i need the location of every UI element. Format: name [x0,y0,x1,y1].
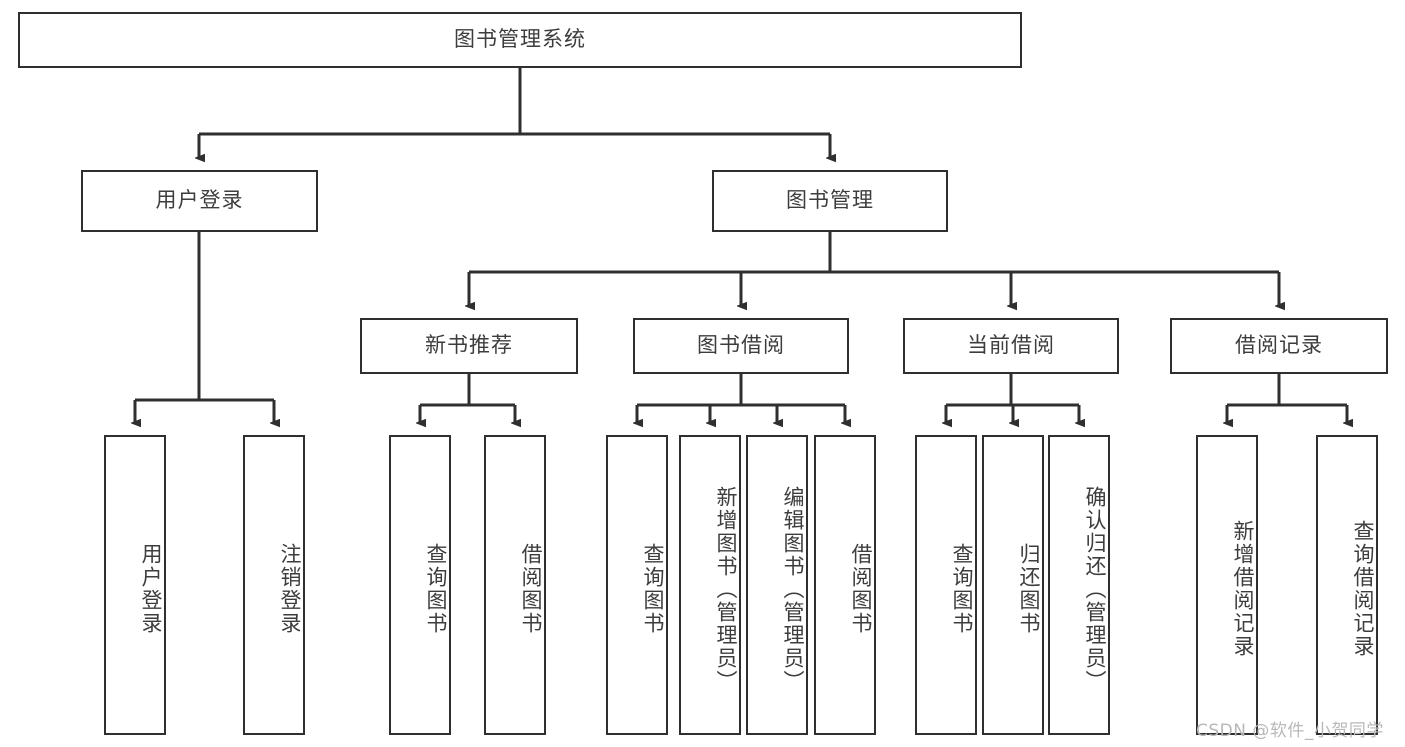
node-leaf-add-book-label: 新增图书（管理员） [714,485,738,693]
node-borrow-record[interactable]: 借阅记录 [1170,318,1388,374]
node-leaf-query-record[interactable]: 查询借阅记录 [1316,435,1378,735]
node-book-borrow[interactable]: 图书借阅 [633,318,849,374]
node-user-login-label: 用户登录 [155,188,244,213]
node-current-borrow-label: 当前借阅 [967,333,1055,358]
node-current-borrow[interactable]: 当前借阅 [903,318,1119,374]
node-book-borrow-label: 图书借阅 [697,333,785,358]
node-leaf-query-book-2[interactable]: 查询图书 [606,435,668,735]
node-book-manage-label: 图书管理 [786,188,874,213]
node-leaf-query-book-1-label: 查询图书 [424,543,448,635]
node-leaf-query-book-3[interactable]: 查询图书 [915,435,977,735]
node-new-book-rec[interactable]: 新书推荐 [360,318,578,374]
node-leaf-logout-label: 注销登录 [278,543,302,635]
node-user-login[interactable]: 用户登录 [81,170,318,232]
node-leaf-user-login[interactable]: 用户登录 [104,435,166,735]
node-leaf-user-login-label: 用户登录 [139,543,163,635]
node-leaf-borrow-book-1-label: 借阅图书 [519,543,543,635]
node-leaf-edit-book[interactable]: 编辑图书（管理员） [746,435,808,735]
node-leaf-confirm-return[interactable]: 确认归还（管理员） [1048,435,1110,735]
node-book-manage[interactable]: 图书管理 [712,170,948,232]
node-borrow-record-label: 借阅记录 [1235,333,1323,358]
node-leaf-logout[interactable]: 注销登录 [243,435,305,735]
node-leaf-query-book-3-label: 查询图书 [950,543,974,635]
node-leaf-borrow-book-2-label: 借阅图书 [849,543,873,635]
node-leaf-query-book-2-label: 查询图书 [641,543,665,635]
node-leaf-confirm-return-label: 确认归还（管理员） [1083,485,1107,693]
watermark-text: CSDN @软件_小贺同学 [1196,721,1384,741]
node-leaf-borrow-book-1[interactable]: 借阅图书 [484,435,546,735]
node-leaf-add-record[interactable]: 新增借阅记录 [1196,435,1258,735]
node-leaf-query-record-label: 查询借阅记录 [1351,520,1375,658]
node-leaf-return-book[interactable]: 归还图书 [982,435,1044,735]
node-leaf-return-book-label: 归还图书 [1017,543,1041,635]
node-leaf-borrow-book-2[interactable]: 借阅图书 [814,435,876,735]
node-leaf-add-record-label: 新增借阅记录 [1231,520,1255,658]
node-root-label: 图书管理系统 [454,27,586,52]
node-leaf-query-book-1[interactable]: 查询图书 [389,435,451,735]
node-new-book-rec-label: 新书推荐 [425,333,513,358]
node-root[interactable]: 图书管理系统 [18,12,1022,68]
node-leaf-edit-book-label: 编辑图书（管理员） [781,485,805,693]
node-leaf-add-book[interactable]: 新增图书（管理员） [679,435,741,735]
